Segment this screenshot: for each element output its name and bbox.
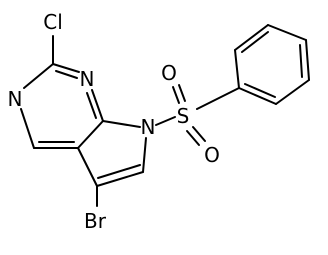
bond-s-o-upper-b <box>178 84 186 102</box>
bond-ph-6-double <box>244 83 276 98</box>
nitrogen-left-label: N <box>8 87 23 111</box>
bond-c5-c4 <box>77 120 104 149</box>
bond-s-o-upper-a <box>172 86 180 104</box>
bond-ph-2 <box>234 24 269 51</box>
bond-c4-n3 <box>91 89 104 122</box>
bond-n1-c6 <box>20 108 35 149</box>
bond-c2-n1 <box>23 63 54 89</box>
bond-c4-n7 <box>102 120 141 128</box>
bond-c9-c5 <box>77 147 98 187</box>
bond-c8-c9 <box>96 171 144 187</box>
bond-ph-6 <box>238 87 277 105</box>
bond-s-o-lower-b <box>192 126 206 142</box>
chlorine-label: Cl <box>43 10 63 34</box>
oxygen-lower-label: O <box>204 143 220 167</box>
bond-n7-c8 <box>142 137 147 173</box>
bromine-label: Br <box>84 209 107 233</box>
bond-ph-5 <box>275 79 310 105</box>
bond-ph-1 <box>234 49 240 89</box>
bond-n7-s <box>155 116 176 126</box>
bond-c2-n3 <box>52 63 80 73</box>
bond-ph-4 <box>305 39 310 81</box>
bond-ph-2-double <box>241 31 269 53</box>
nitrogen-upper-label: N <box>80 67 95 91</box>
sulfur-label: S <box>177 104 190 128</box>
bond-s-o-lower-a <box>186 130 200 146</box>
nitrogen-pyrrole-label: N <box>141 115 156 139</box>
bond-s-phenyl <box>196 87 240 110</box>
bond-ph-4-double <box>299 44 303 78</box>
bond-c2-n3-double <box>55 70 78 79</box>
oxygen-upper-label: O <box>161 61 177 85</box>
bond-ph-3 <box>267 24 307 41</box>
bond-c8-c9-double <box>97 164 141 179</box>
bond-c4-n3-double <box>86 92 97 119</box>
